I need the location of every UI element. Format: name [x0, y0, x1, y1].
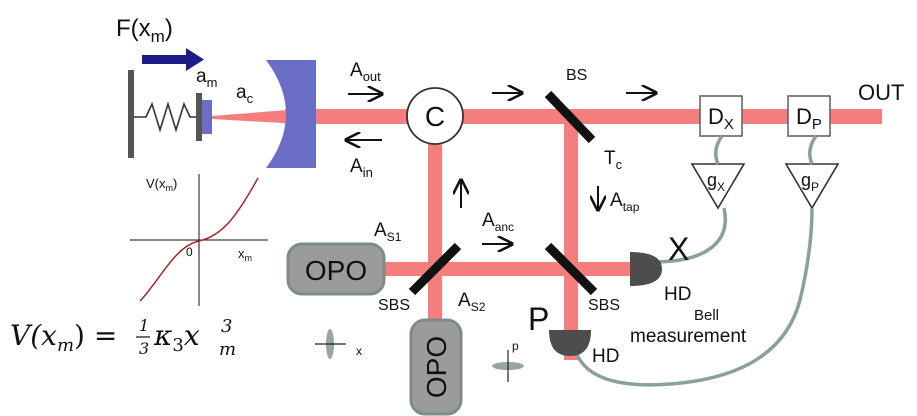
hd-p-label: HD [592, 346, 619, 367]
gx-label: gX [707, 170, 725, 194]
a-in-label: Ain [350, 156, 373, 180]
squeezing-beam-splitter-right [544, 242, 598, 296]
mirror-mass-label: am [196, 66, 217, 90]
a-s2-label: AS2 [458, 290, 486, 314]
cable-dx-gx [714, 134, 724, 165]
cavity-beam-cone [212, 109, 300, 124]
mechanical-oscillator [128, 70, 212, 158]
potential-curve [139, 177, 259, 302]
plot-ylabel: V(xm) [146, 176, 177, 193]
sbs-left-label: SBS [378, 297, 410, 314]
squeezing-beam-splitter-left [408, 242, 462, 296]
potential-equation: V(xm) = 1 3 κ3x 3 m [10, 316, 236, 360]
force-label: F(xm) [116, 15, 173, 46]
moving-mirror [202, 100, 212, 134]
a-s1-label: AS1 [374, 220, 402, 244]
x-quadrature-label: X [668, 231, 689, 267]
beam-splitter-bs [544, 90, 596, 144]
plot-xlabel: xm [238, 246, 252, 263]
bs-label: BS [566, 67, 587, 84]
cable-dp-gp [808, 134, 818, 165]
circulator [406, 87, 464, 145]
measurement-label: measurement [630, 326, 747, 347]
ancilla-vertical-beam [428, 140, 442, 336]
equation-frac-den: 3 [139, 339, 149, 358]
equation-frac-num: 1 [139, 316, 149, 335]
spring [134, 101, 196, 133]
sbs-right-label: SBS [588, 297, 620, 314]
opo-vertical-label: OPO [421, 336, 452, 398]
squeeze-x-label: x [356, 344, 362, 358]
squeezing-ellipse-x [315, 329, 346, 359]
cable-hdp-gp [574, 207, 814, 387]
dx-label: DX [708, 104, 734, 133]
dp-label: DP [796, 104, 822, 133]
cable-hdx-gx [651, 207, 727, 264]
force-arrow [142, 48, 204, 71]
detector-dx [699, 95, 743, 137]
signal-cables [574, 134, 818, 387]
homodyne-detector-p [549, 330, 591, 356]
squeezing-ellipse-p [492, 350, 524, 382]
equation-rhs: κ3x [153, 319, 200, 356]
opo-horizontal [286, 242, 386, 296]
moving-mirror-frame [196, 93, 202, 141]
homodyne-detector-x [630, 252, 662, 286]
potential-plot: V(xm) 0 xm [130, 174, 268, 306]
p-quadrature-label: P [528, 301, 549, 337]
equation-lhs: V(xm) = [10, 319, 117, 356]
gp-label: gP [801, 170, 819, 194]
opo-vertical [409, 318, 463, 416]
out-label: OUT [858, 80, 904, 105]
circulator-label: C [425, 101, 445, 132]
hd-x-label: HD [664, 284, 691, 305]
a-out-label: Aout [350, 60, 381, 84]
detector-dp [787, 95, 831, 137]
a-anc-label: Aanc [482, 210, 514, 234]
wall [128, 70, 134, 158]
equation-x-sub: m [219, 339, 236, 360]
plot-origin-label: 0 [186, 245, 193, 259]
cavity-mode-label: ac [236, 82, 254, 106]
equation-x-sup: 3 [221, 316, 232, 337]
squeezed-beam-horizontal [380, 262, 630, 276]
bell-label: Bell [694, 307, 719, 324]
cavity-mirror [266, 60, 316, 168]
squeeze-p-label: p [512, 339, 519, 353]
tc-label: Tc [604, 148, 623, 172]
tap-beam [564, 116, 578, 360]
opo-horizontal-label: OPO [305, 255, 367, 286]
a-tap-label: Atap [610, 190, 640, 214]
